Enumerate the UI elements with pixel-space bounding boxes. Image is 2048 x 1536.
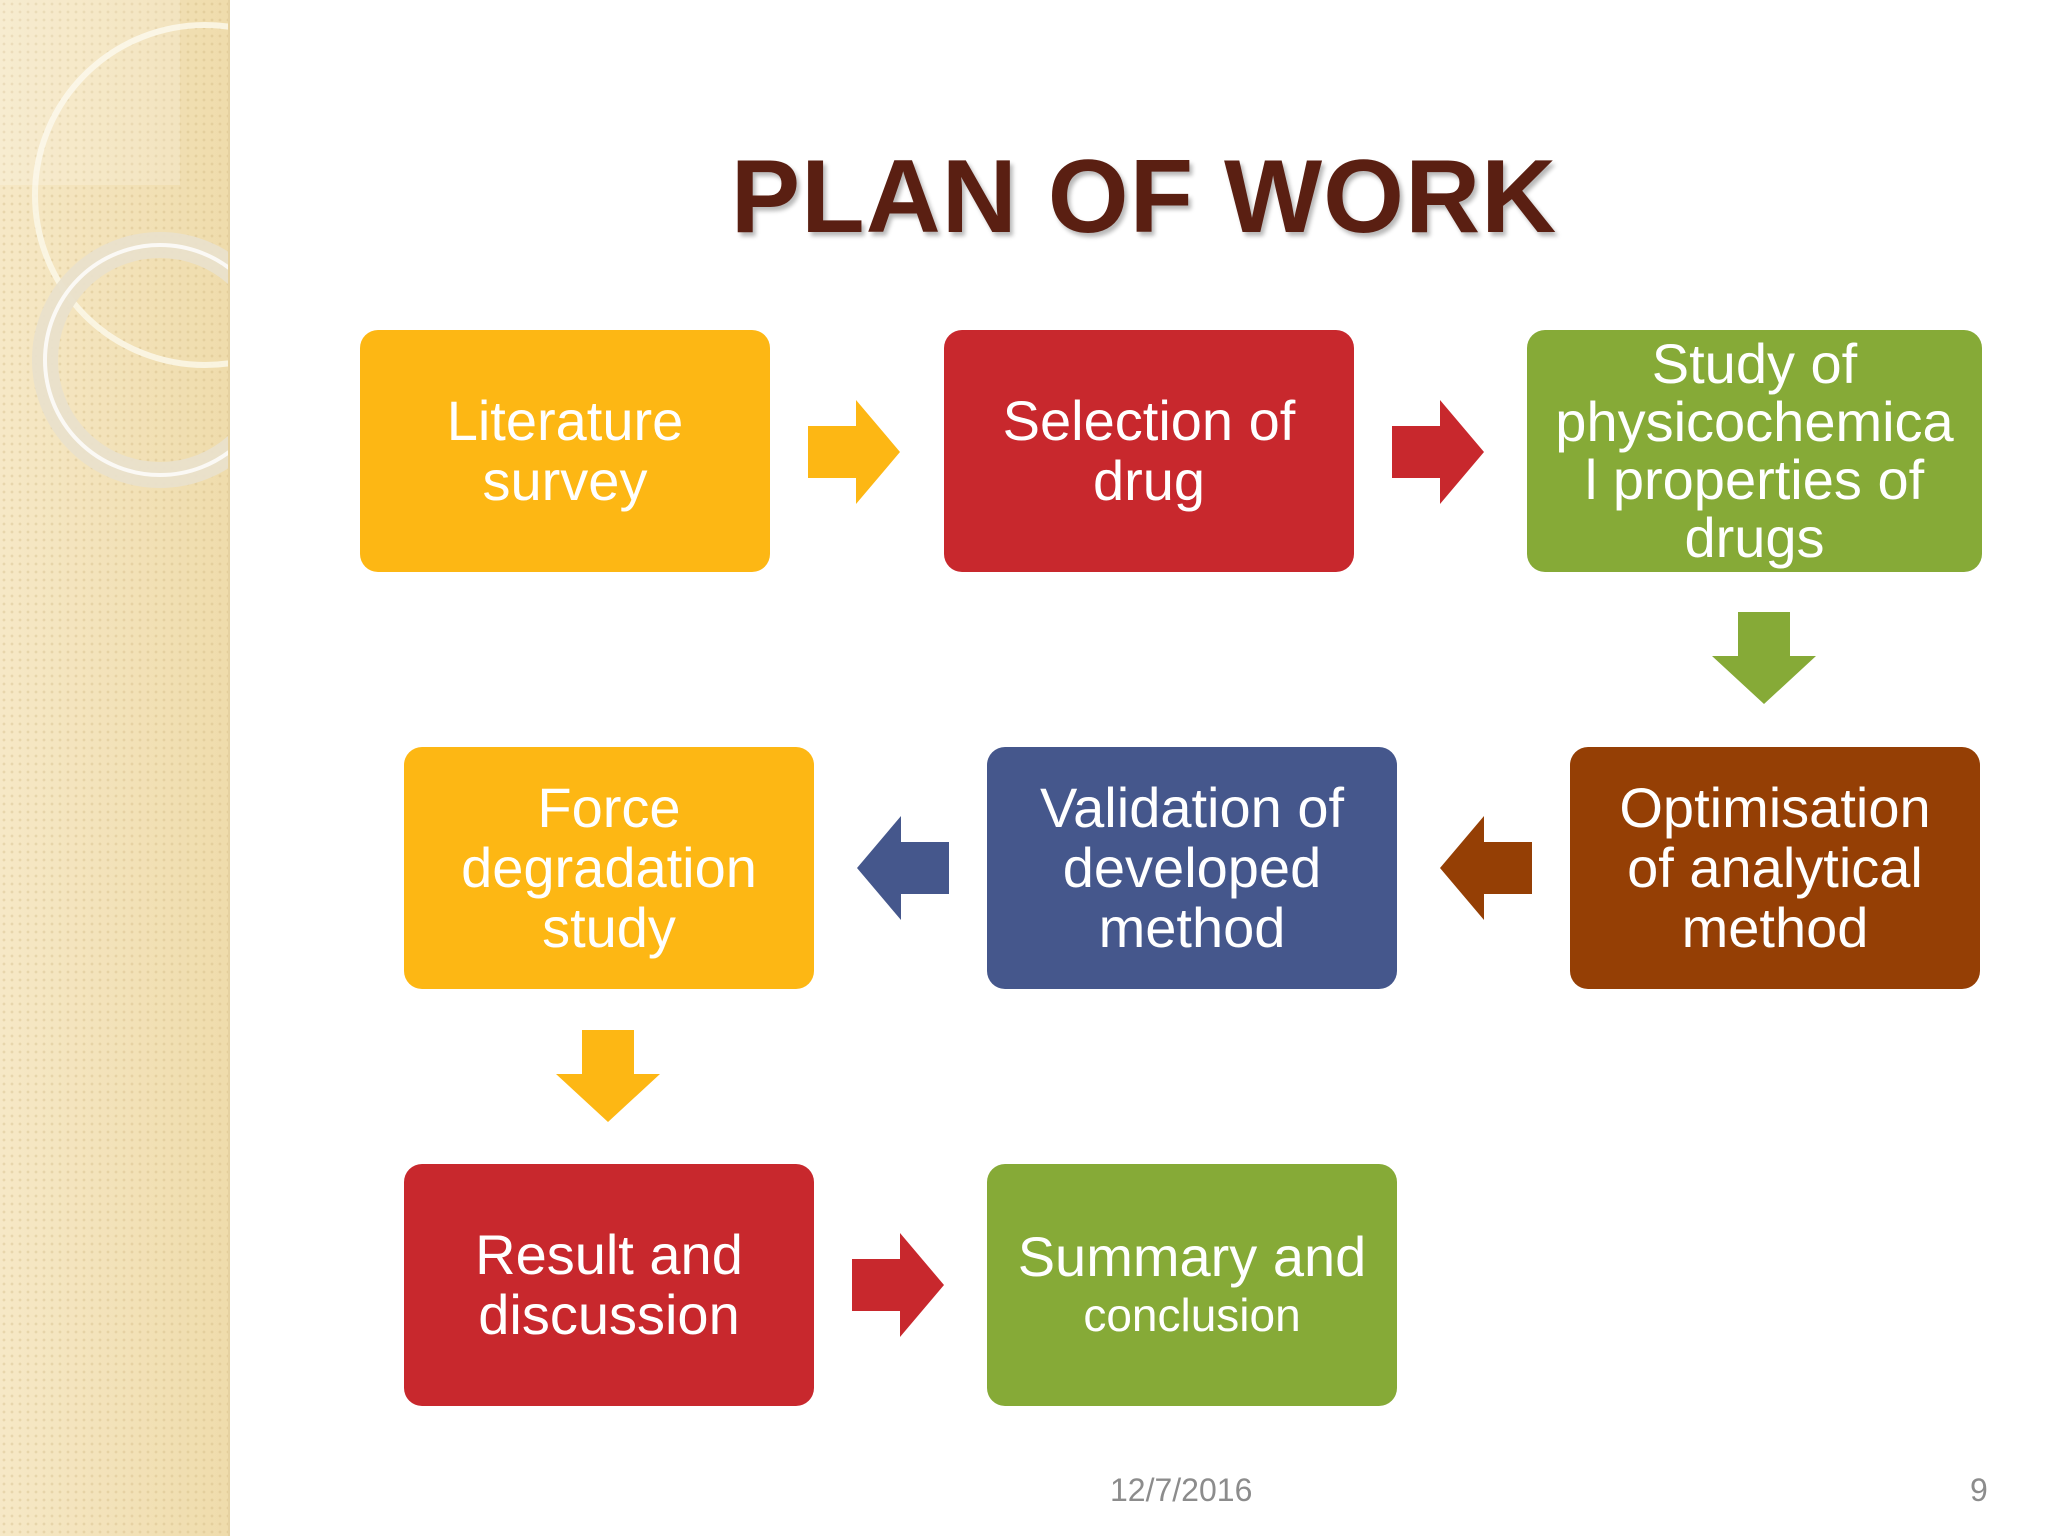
arrow-right-icon	[1392, 400, 1484, 504]
step-optimisation: Optimisation of analytical method	[1570, 747, 1980, 989]
arrow-left-icon	[857, 816, 949, 920]
arrow-down-icon	[556, 1030, 660, 1122]
step-literature-survey: Literature survey	[360, 330, 770, 572]
arrow-left-icon	[1440, 816, 1532, 920]
arrow-down-icon	[1712, 612, 1816, 704]
arrow-right-icon	[852, 1233, 944, 1337]
step-study-physicochemical: Study of physicochemica l properties of …	[1527, 330, 1982, 572]
slide-page-number: 9	[1970, 1472, 1988, 1508]
slide-title: PLAN OF WORK	[730, 139, 1558, 255]
slide-date: 12/7/2016	[1110, 1472, 1253, 1508]
sidebar-decoration	[0, 0, 230, 1536]
step-result-discussion: Result and discussion	[404, 1164, 814, 1406]
arrow-right-icon	[808, 400, 900, 504]
step-validation: Validation of developed method	[987, 747, 1397, 989]
step-force-degradation: Force degradation study	[404, 747, 814, 989]
decorative-rings-icon	[0, 0, 228, 488]
step-selection-of-drug: Selection of drug	[944, 330, 1354, 572]
step-summary-conclusion: Summary and conclusion	[987, 1164, 1397, 1406]
